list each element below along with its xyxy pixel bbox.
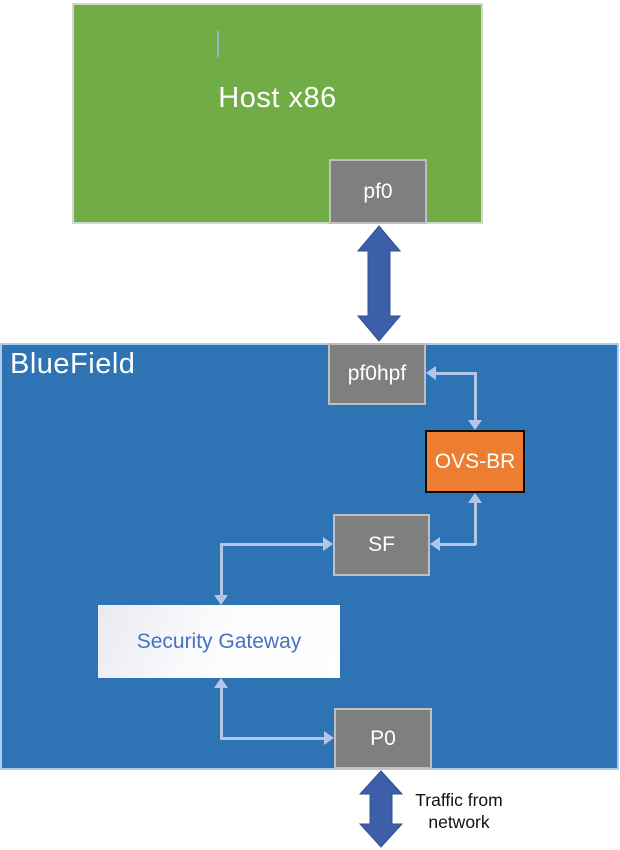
traffic-label-line1: Traffic from [415,790,503,810]
host-x86-label: Host x86 [218,82,337,114]
connector-ovsbr-sf-hline [439,543,476,546]
traffic-label-line2: network [428,812,490,832]
text-cursor-artifact [217,31,219,57]
node-p0-label: P0 [370,726,396,750]
node-ovs-br: OVS-BR [425,430,525,493]
arrowhead-into-pf0hpf-icon [426,366,436,380]
arrowhead-into-gateway-top-icon [214,595,228,605]
node-pf0-label: pf0 [363,179,393,203]
node-pf0hpf: pf0hpf [328,343,426,405]
connector-gateway-sf-hline [220,543,324,546]
node-security-gateway-label: Security Gateway [136,629,302,653]
bluefield-label: BlueField [10,348,136,380]
connector-ovsbr-sf-vline [474,502,477,545]
node-security-gateway: Security Gateway [98,605,340,678]
connector-pf0hpf-ovsbr-vline [474,372,477,421]
arrowhead-into-sf-left-icon [323,537,333,551]
arrowhead-into-sf-right-icon [430,537,440,551]
node-pf0hpf-label: pf0hpf [347,362,407,385]
node-sf-label: SF [368,533,395,556]
connector-pf0hpf-ovsbr-hline [435,372,476,375]
arrowhead-into-ovsbr-top-icon [468,420,482,430]
arrowhead-into-ovsbr-bottom-icon [468,493,482,503]
node-sf: SF [333,514,430,576]
node-p0: P0 [334,708,432,769]
connector-gateway-p0-hline [220,737,325,740]
host-bluefield-double-arrow-icon [357,225,401,342]
network-traffic-double-arrow-icon [359,770,403,848]
node-ovs-br-label: OVS-BR [434,449,516,473]
arrowhead-into-gateway-bottom-icon [214,678,228,688]
bluefield-region [0,343,619,770]
connector-gateway-sf-vline [220,543,223,596]
traffic-from-network-label: Traffic from network [398,789,520,833]
connector-gateway-p0-vline [220,687,223,739]
node-pf0: pf0 [329,159,427,224]
arrowhead-into-p0-left-icon [324,731,334,745]
